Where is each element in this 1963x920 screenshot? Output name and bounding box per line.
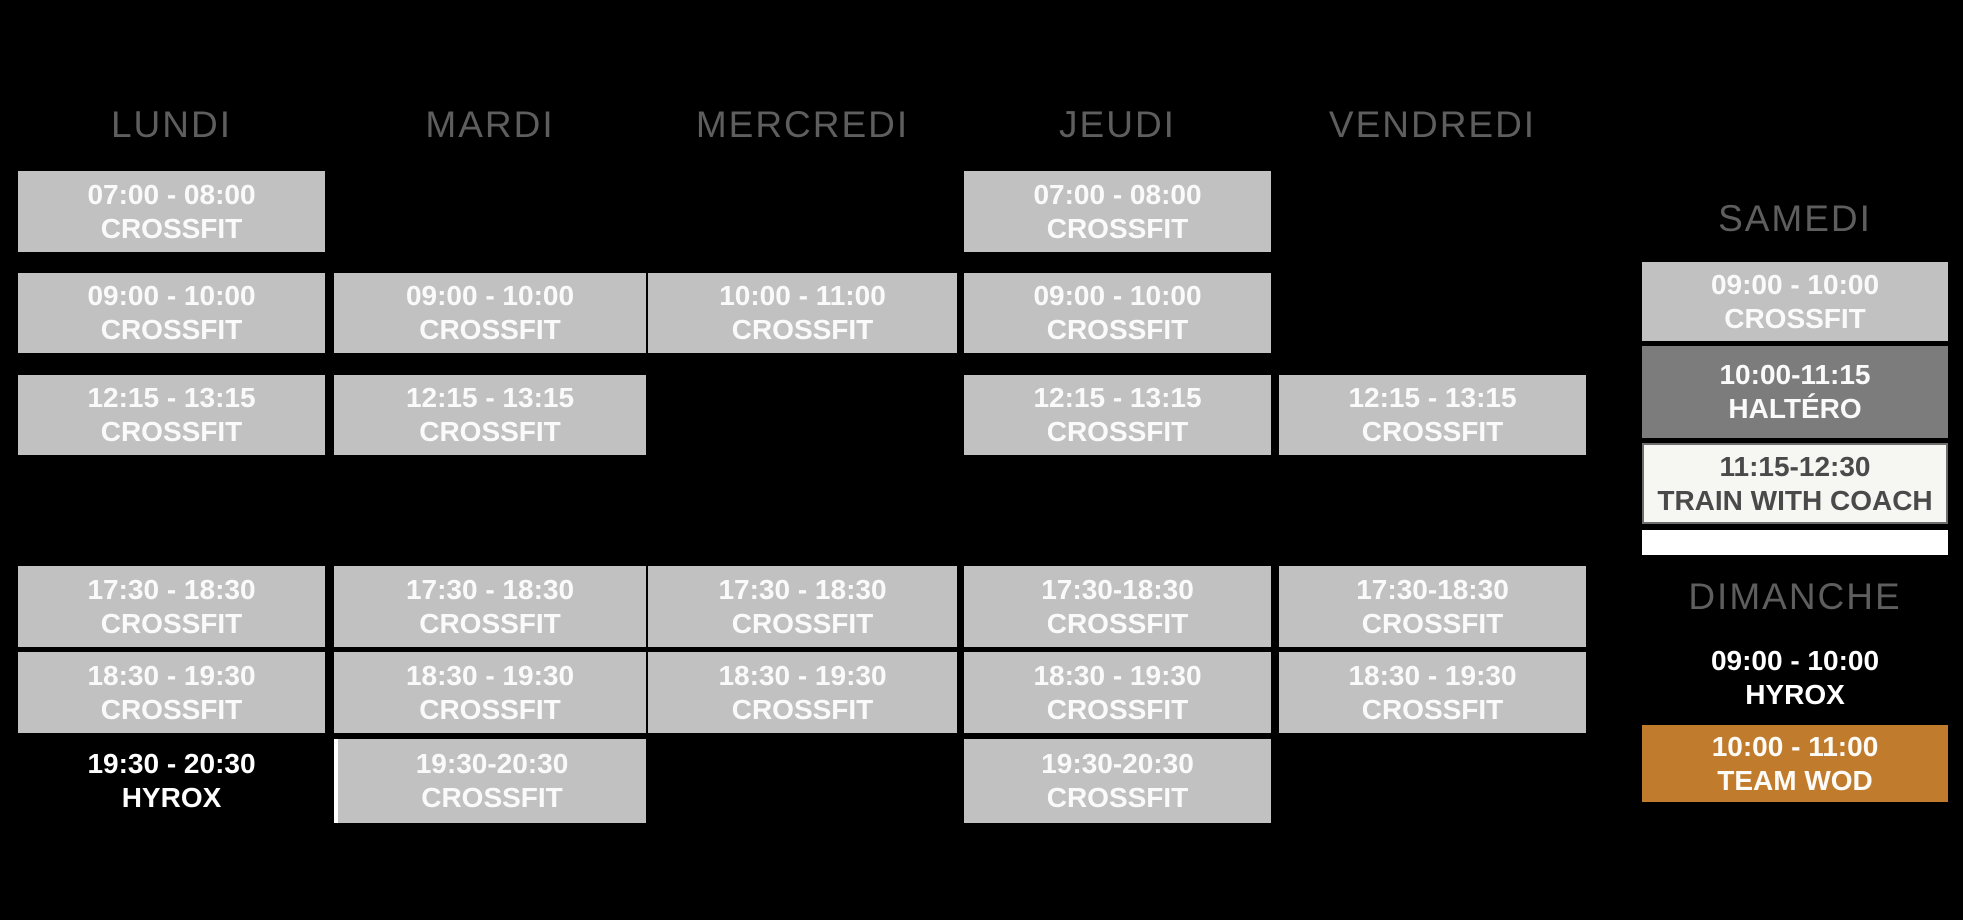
slot-activity: CROSSFIT	[100, 693, 243, 725]
slot-time: 09:00 - 10:00	[1710, 645, 1880, 676]
day-header-dimanche: DIMANCHE	[1688, 576, 1902, 617]
slot-activity: CROSSFIT	[1046, 212, 1189, 244]
slot-activity: CROSSFIT	[1046, 782, 1189, 813]
slot-time: 10:00 - 11:00	[719, 280, 886, 311]
slot-time: 09:00 - 10:00	[87, 280, 256, 311]
slot-time: 07:00 - 08:00	[87, 178, 256, 210]
slot-activity: CROSSFIT	[1046, 314, 1189, 345]
slot-time: 12:15 - 13:15	[1348, 382, 1517, 413]
slot-activity: CROSSFIT	[419, 693, 561, 725]
slot-time: 17:30-18:30	[1356, 573, 1509, 605]
slot-activity: HYROX	[121, 782, 222, 813]
slot-time: 07:00 - 08:00	[1033, 178, 1202, 210]
slot-time: 18:30 - 19:30	[1033, 659, 1202, 691]
slot-activity: HALTÉRO	[1728, 393, 1862, 424]
slot-time: 09:00 - 10:00	[1033, 280, 1202, 311]
slot-activity: CROSSFIT	[731, 693, 874, 725]
slot-activity: CROSSFIT	[100, 416, 243, 447]
slot-time: 12:15 - 13:15	[1033, 382, 1202, 413]
slot-activity: CROSSFIT	[421, 782, 563, 813]
slot-activity: CROSSFIT	[731, 607, 874, 639]
slot-time: 18:30 - 19:30	[1348, 659, 1517, 691]
slot-time: 17:30 - 18:30	[718, 573, 887, 605]
day-header-lundi: LUNDI	[110, 104, 233, 145]
slot-activity: CROSSFIT	[1046, 416, 1189, 447]
day-header-samedi: SAMEDI	[1718, 198, 1872, 239]
slot-activity: TRAIN WITH COACH	[1657, 484, 1933, 516]
slot-time: 17:30 - 18:30	[405, 573, 575, 605]
slot-time: 19:30 - 20:30	[87, 748, 256, 779]
slot-time: 09:00 - 10:00	[405, 280, 575, 311]
slot-activity: CROSSFIT	[1361, 607, 1504, 639]
white-spacer-bar	[1642, 530, 1948, 555]
slot-activity: CROSSFIT	[100, 212, 243, 244]
slot-time: 12:15 - 13:15	[405, 382, 575, 413]
day-header-vendredi: VENDREDI	[1328, 104, 1537, 145]
slot-time: 18:30 - 19:30	[87, 659, 256, 691]
slot-time: 09:00 - 10:00	[1710, 268, 1880, 300]
day-header-mardi: MARDI	[425, 104, 555, 145]
slot-activity: CROSSFIT	[419, 314, 561, 345]
slot-activity: CROSSFIT	[100, 607, 243, 639]
slot-time: 10:00-11:15	[1719, 359, 1871, 390]
slot-time: 10:00 - 11:00	[1711, 730, 1879, 762]
slot-time: 17:30-18:30	[1041, 573, 1194, 605]
slot-time: 18:30 - 19:30	[405, 659, 575, 691]
slot-activity: TEAM WOD	[1717, 764, 1873, 796]
slot-time: 19:30-20:30	[415, 748, 569, 779]
day-header-jeudi: JEUDI	[1059, 104, 1176, 145]
slot-time: 11:15-12:30	[1719, 450, 1871, 482]
slot-activity: CROSSFIT	[1361, 693, 1504, 725]
slot-time: 19:30-20:30	[1041, 748, 1194, 779]
slot-activity: CROSSFIT	[100, 314, 243, 345]
slot-activity: CROSSFIT	[1046, 693, 1189, 725]
slot-activity: HYROX	[1745, 679, 1845, 710]
slot-activity: CROSSFIT	[731, 314, 874, 345]
slot-activity: CROSSFIT	[1724, 302, 1866, 334]
slot-activity: CROSSFIT	[419, 607, 561, 639]
day-header-mercredi: MERCREDI	[695, 104, 910, 145]
slot-activity: CROSSFIT	[419, 416, 561, 447]
slot-activity: CROSSFIT	[1046, 607, 1189, 639]
slot-time: 18:30 - 19:30	[718, 659, 887, 691]
slot-time: 12:15 - 13:15	[87, 382, 256, 413]
slot-activity: CROSSFIT	[1361, 416, 1504, 447]
slot-time: 17:30 - 18:30	[87, 573, 256, 605]
